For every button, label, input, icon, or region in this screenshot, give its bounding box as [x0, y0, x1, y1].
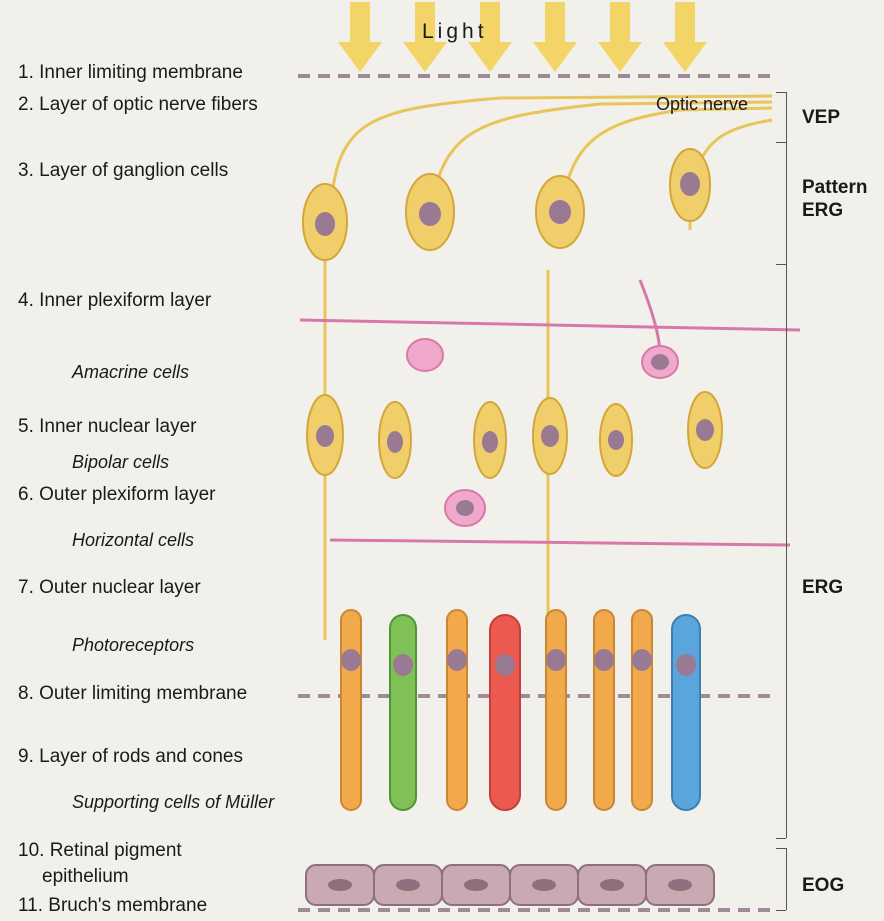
layer-label: 3. Layer of ganglion cells — [18, 160, 228, 182]
vep-bracket — [786, 92, 787, 142]
layer-label: 6. Outer plexiform layer — [18, 484, 215, 506]
optic-nerve-label: Optic nerve — [656, 94, 748, 115]
bracket-tick — [776, 264, 786, 265]
layer-label: 10. Retinal pigment — [18, 840, 182, 862]
erg-label: ERG — [802, 576, 843, 599]
pattern-erg-bracket — [786, 142, 787, 264]
vep-label: VEP — [802, 106, 840, 129]
bracket-tick — [776, 142, 786, 143]
cell-type-label: Bipolar cells — [72, 452, 169, 473]
cell-type-label: Photoreceptors — [72, 635, 194, 656]
light-arrow — [338, 2, 382, 72]
pattern-erg-label: Pattern ERG — [802, 176, 884, 222]
muller-cells — [325, 250, 548, 640]
bipolar-nuclei — [316, 419, 714, 453]
bracket-tick — [776, 848, 786, 849]
light-arrow — [598, 2, 642, 72]
light-arrow — [533, 2, 577, 72]
bracket-tick — [776, 838, 786, 839]
layer-label: 9. Layer of rods and cones — [18, 746, 243, 768]
light-arrows — [338, 2, 707, 72]
light-label: Light — [422, 20, 488, 44]
layer-label: 5. Inner nuclear layer — [18, 416, 197, 438]
horizontal-cell — [330, 490, 790, 545]
ganglion-cells — [303, 149, 710, 260]
eog-bracket — [786, 848, 787, 910]
bracket-tick — [776, 910, 786, 911]
layer-label-continued: epithelium — [42, 866, 129, 888]
ganglion-nuclei — [315, 172, 700, 236]
light-arrow — [663, 2, 707, 72]
layer-label: 11. Bruch's membrane — [18, 895, 207, 917]
layer-label: 7. Outer nuclear layer — [18, 577, 201, 599]
cell-type-label: Horizontal cells — [72, 530, 194, 551]
layer-label: 8. Outer limiting membrane — [18, 683, 247, 705]
cell-type-label: Amacrine cells — [72, 362, 189, 383]
layer-label: 4. Inner plexiform layer — [18, 290, 211, 312]
bipolar-cells — [307, 392, 722, 478]
amacrine-cells — [300, 280, 800, 378]
cell-type-label: Supporting cells of Müller — [72, 792, 274, 813]
layer-label: 1. Inner limiting membrane — [18, 62, 243, 84]
photoreceptors — [341, 610, 700, 810]
pigment-epithelium — [306, 865, 714, 905]
bracket-tick — [776, 92, 786, 93]
layer-label: 2. Layer of optic nerve fibers — [18, 94, 258, 116]
eog-label: EOG — [802, 874, 844, 897]
erg-bracket — [786, 264, 787, 838]
